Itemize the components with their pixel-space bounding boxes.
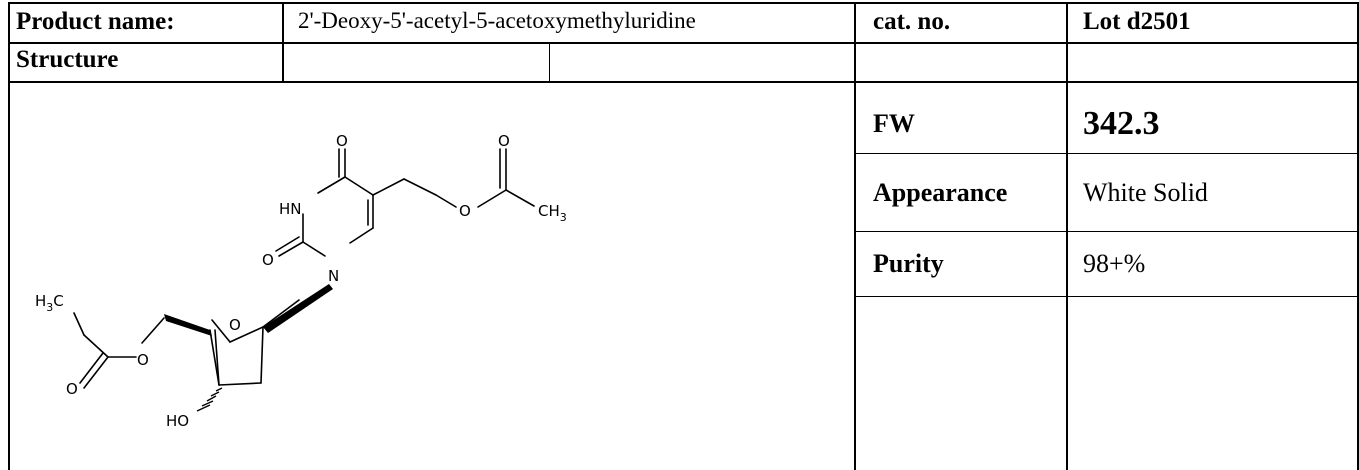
atom-o-top-left: O bbox=[336, 132, 348, 150]
atom-o-carbonyl-left: O bbox=[262, 251, 274, 269]
structure-label: Structure bbox=[16, 46, 119, 73]
atom-ho: HO bbox=[166, 412, 189, 430]
fw-value: 342.3 bbox=[1083, 105, 1160, 142]
atom-n: N bbox=[328, 267, 339, 285]
table-border-right bbox=[1357, 2, 1359, 470]
product-name-label: Product name: bbox=[16, 8, 175, 35]
table-border-top bbox=[8, 2, 1359, 4]
purity-label: Purity bbox=[873, 249, 944, 278]
table-row-divider-purity bbox=[854, 296, 1359, 297]
table-col-divider-inner bbox=[549, 42, 550, 83]
atom-o-top-right: O bbox=[498, 132, 510, 150]
appearance-value: White Solid bbox=[1083, 178, 1208, 207]
atom-o-ring: O bbox=[229, 316, 241, 334]
table-border-left bbox=[8, 2, 10, 470]
table-row-divider-1 bbox=[8, 42, 1359, 44]
product-name-value: 2'-Deoxy-5'-acetyl-5-acetoxymethyluridin… bbox=[298, 8, 696, 33]
atom-ch3-right: CH3 bbox=[538, 202, 567, 224]
fw-label: FW bbox=[873, 109, 915, 138]
table-row-divider-appearance bbox=[854, 231, 1359, 232]
appearance-label: Appearance bbox=[873, 178, 1008, 207]
table-row-divider-fw bbox=[854, 153, 1359, 154]
atom-hn: HN bbox=[279, 200, 302, 218]
lot-value: Lot d2501 bbox=[1083, 8, 1191, 35]
atom-o-acetyl: O bbox=[137, 351, 149, 369]
table-col-divider-1 bbox=[282, 2, 284, 83]
table-col-divider-3 bbox=[1066, 2, 1068, 470]
cat-no-label: cat. no. bbox=[873, 8, 951, 35]
table-row-divider-2 bbox=[8, 81, 1359, 83]
atom-h3c: H3C bbox=[35, 292, 64, 314]
table-col-divider-2 bbox=[854, 2, 856, 470]
atom-o-acetyl-double: O bbox=[66, 380, 78, 398]
purity-value: 98+% bbox=[1083, 249, 1146, 278]
atom-o-ester: O bbox=[459, 202, 471, 220]
chemical-structure-diagram: O O HN O CH3 O N H3C O O O HO bbox=[35, 132, 567, 430]
